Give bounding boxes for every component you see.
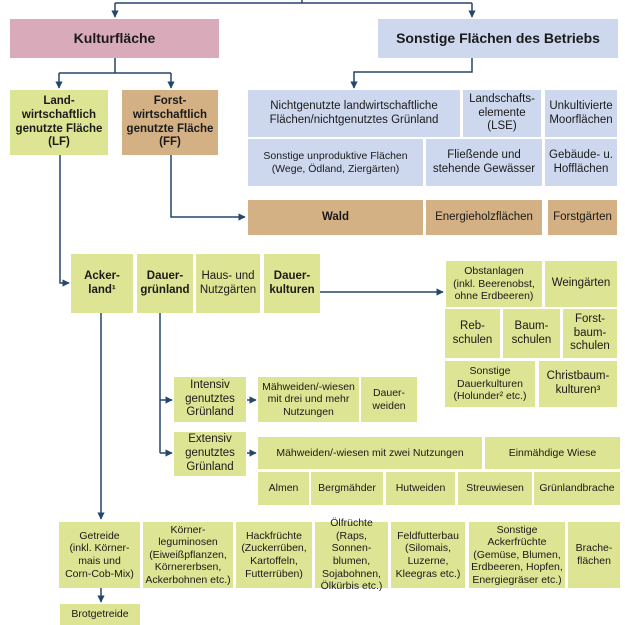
connector-sonstige: [350, 58, 473, 89]
brotgetreide-box: Brotgetreide: [60, 604, 140, 625]
connector-ff-wald: [170, 155, 246, 221]
sonstige-ackerfruechte-box: Sonstige Ackerfrüchte (Gemüse, Blumen, E…: [469, 522, 565, 588]
intensiv-gruenland-box: Intensiv genutztes Grünland: [174, 377, 246, 422]
sonstige-item: Sonstige unproduktive Flächen (Wege, Ödl…: [248, 139, 423, 186]
gruenlandbrache-box: Grünlandbrache: [534, 472, 620, 505]
dauergruenland-box: Dauer- grünland: [137, 254, 193, 313]
wald-box: Wald: [248, 200, 423, 235]
bergmaehder-box: Bergmähder: [311, 472, 383, 505]
dauerkulturen-box: Dauer- kulturen: [264, 254, 320, 313]
rebschulen-box: Reb- schulen: [445, 309, 500, 358]
baumschulen-box: Baum- schulen: [503, 309, 560, 358]
ackerland-box: Acker- land¹: [71, 254, 133, 313]
sonstige-item: Nichtgenutzte landwirtschaftliche Fläche…: [248, 90, 460, 137]
kulturflaeche-box: Kulturfläche: [10, 19, 219, 58]
connector-kultur: [59, 58, 171, 74]
ff-box: Forst- wirtschaftlich genutzte Fläche (F…: [122, 90, 218, 155]
sonstige-dauerkulturen-box: Sonstige Dauerkulturen (Holunder² etc.): [445, 361, 535, 407]
maehweiden-zwei-box: Mähweiden/-wiesen mit zwei Nutzungen: [258, 437, 482, 469]
sonstige-flaechen-box: Sonstige Flächen des Betriebs: [378, 19, 618, 58]
hausgaerten-box: Haus- und Nutzgärten: [196, 254, 260, 313]
oelfruechte-box: Ölfrüchte (Raps, Sonnen- blumen, Sojaboh…: [315, 517, 388, 592]
getreide-box: Getreide (inkl. Körner- mais und Corn-Co…: [59, 522, 140, 588]
extensiv-gruenland-box: Extensiv genutztes Grünland: [174, 432, 246, 476]
hackfruechte-box: Hackfrüchte (Zuckerrüben, Kartoffeln, Fu…: [236, 522, 312, 588]
forstbaumschulen-box: Forst- baum- schulen: [563, 309, 617, 358]
connector-lf-ackerland: [59, 155, 70, 287]
obstanlagen-box: Obstanlagen (inkl. Beerenobst, ohne Erdb…: [446, 261, 542, 307]
sonstige-item: Gebäude- u. Hofflächen: [545, 139, 617, 186]
feldfutterbau-box: Feldfutterbau (Silomais, Luzerne, Kleegr…: [391, 522, 465, 588]
maehweiden-drei-box: Mähweiden/-wiesen mit drei und mehr Nutz…: [258, 377, 359, 422]
brachflaechen-box: Brache- flächen: [568, 522, 620, 588]
koernerleguminosen-box: Körner- leguminosen (Eiweißpflanzen, Kör…: [143, 522, 233, 588]
weingaerten-box: Weingärten: [545, 261, 617, 307]
sonstige-item: Unkultivierte Moorflächen: [545, 90, 617, 137]
christbaumkulturen-box: Christbaum- kulturen³: [539, 361, 617, 407]
sonstige-item: Landschafts- elemente (LSE): [463, 90, 541, 137]
energieholz-box: Energieholzflächen: [426, 200, 542, 235]
sonstige-item: Fließende und stehende Gewässer: [426, 139, 542, 186]
streuwiesen-box: Streuwiesen: [458, 472, 532, 505]
forstgaerten-box: Forstgärten: [548, 200, 617, 235]
almen-box: Almen: [258, 472, 309, 505]
connector-root: [115, 0, 472, 4]
einmaehdige-wiese-box: Einmähdige Wiese: [485, 437, 620, 469]
lf-box: Land- wirtschaftlich genutzte Fläche (LF…: [10, 90, 108, 155]
hutweiden-box: Hutweiden: [386, 472, 455, 505]
dauerweiden-box: Dauer- weiden: [361, 377, 417, 422]
